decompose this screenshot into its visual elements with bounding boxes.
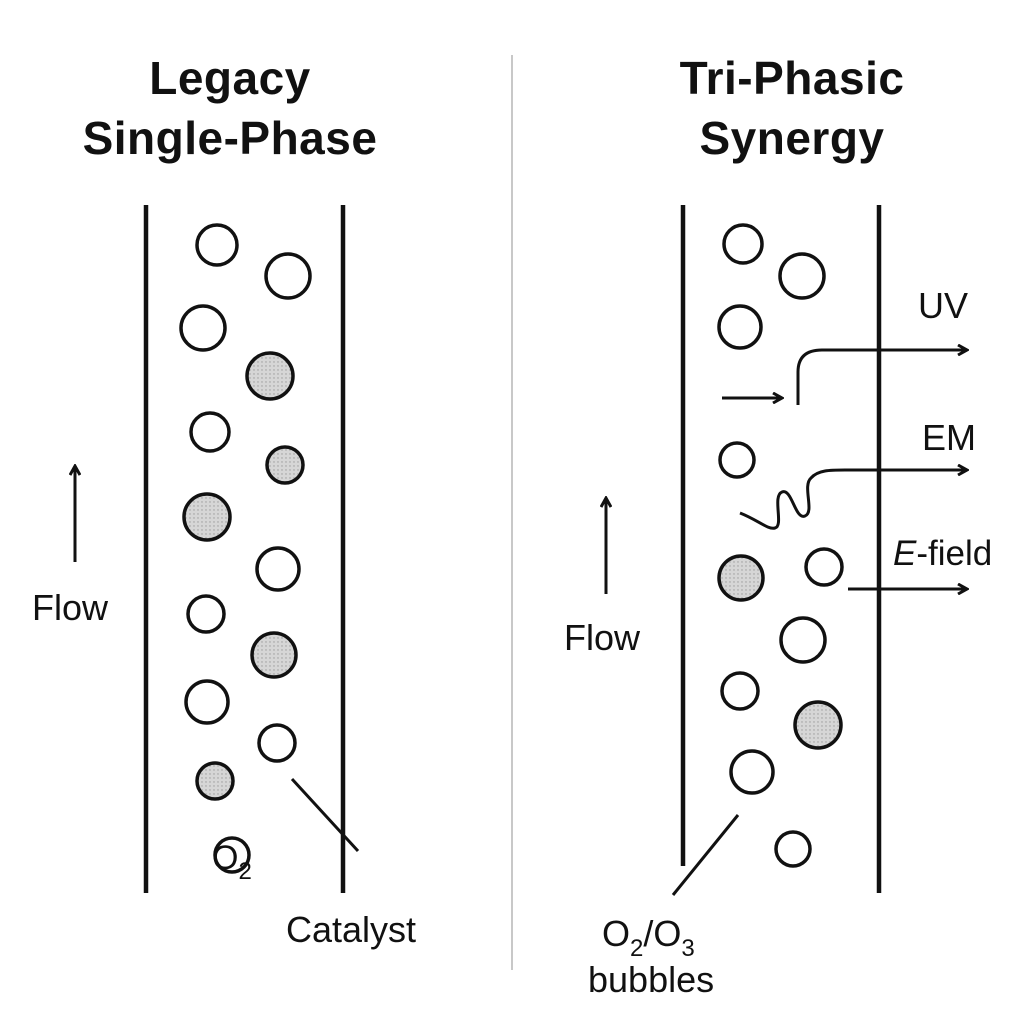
title-tri-phasic-synergy: Tri-Phasic Synergy [560, 48, 1024, 168]
gas-bubble [189, 411, 231, 453]
flow-label-right: Flow [564, 617, 641, 658]
catalyst-particle [717, 554, 765, 602]
catalyst-particle [265, 445, 305, 485]
o2-label-main: O [212, 839, 239, 877]
title-legacy-single-phase: Legacy Single-Phase [0, 48, 460, 168]
gas-bubble [255, 546, 301, 592]
catalyst-particle [793, 700, 843, 750]
o2-label-sub: 2 [238, 858, 252, 885]
gas-bubble [717, 304, 763, 350]
tri-phasic-reactor [606, 205, 967, 896]
bubbles-sub2: 3 [681, 935, 695, 962]
gas-bubble [186, 594, 226, 634]
em-wave-arrow [739, 470, 967, 530]
e-field-rest: -field [916, 534, 993, 573]
catalyst-particle [182, 492, 232, 542]
gas-bubble [804, 547, 844, 587]
legacy-reactor [75, 205, 360, 893]
catalyst-label: Catalyst [286, 909, 417, 950]
bubbles-leader-line [671, 814, 740, 896]
gas-bubble [213, 836, 251, 874]
gas-bubble [264, 252, 312, 300]
uv-label: UV [918, 285, 969, 326]
bubbles-o: O [602, 913, 631, 954]
gas-bubble [179, 304, 227, 352]
gas-bubble [774, 830, 812, 868]
gas-bubble [722, 223, 764, 265]
catalyst-leader-line [290, 777, 360, 853]
title-line: Legacy [149, 52, 311, 104]
bubbles-label-word: bubbles [588, 959, 715, 1000]
flow-label-left: Flow [32, 587, 109, 628]
gas-bubble [195, 223, 239, 267]
gas-bubble [720, 671, 760, 711]
uv-arrow [796, 350, 967, 405]
gas-bubble [729, 749, 775, 795]
e-field-italic: E [893, 534, 917, 573]
bubbles-sub1: 2 [630, 935, 644, 962]
gas-bubble [257, 723, 297, 763]
catalyst-particle [195, 761, 235, 801]
gas-bubble [779, 616, 827, 664]
catalyst-particle [245, 351, 295, 401]
catalyst-particle [250, 631, 298, 679]
title-line: Single-Phase [82, 112, 378, 164]
title-line: Tri-Phasic [679, 52, 905, 104]
bubbles-slash-o: /O [643, 913, 682, 954]
e-field-label: E-field [893, 534, 992, 574]
gas-bubble [184, 679, 230, 725]
em-label: EM [922, 417, 976, 458]
gas-bubble [778, 252, 826, 300]
gas-bubble [718, 441, 756, 479]
bubbles-label-formula: O2/O3 [602, 914, 695, 969]
o2-label: O2 [212, 838, 252, 892]
title-line: Synergy [699, 112, 885, 164]
